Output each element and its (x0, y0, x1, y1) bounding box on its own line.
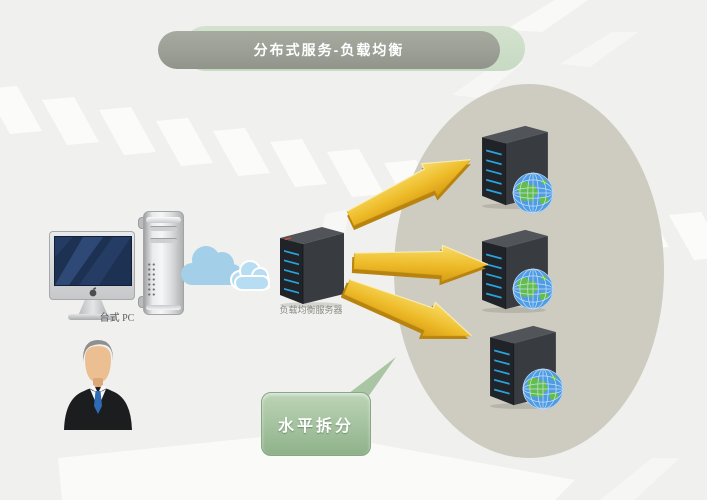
load-balancer-server-icon (280, 227, 344, 308)
screen-glare (55, 237, 131, 285)
cloud-icon (181, 246, 270, 291)
pc-tower-icon (143, 211, 184, 315)
arrow-to-server-2 (351, 244, 489, 286)
title-banner: 分布式服务-负载均衡 (158, 31, 500, 69)
pc-screen (54, 236, 132, 286)
globe-icon (512, 268, 554, 310)
bubble-label: 水平拆分 (277, 418, 354, 435)
globe-icon (512, 172, 554, 214)
tower-top-cap (146, 217, 181, 223)
tower-drive-slot (150, 238, 177, 243)
speech-bubble: 水平拆分 (261, 392, 371, 456)
page-title: 分布式服务-负载均衡 (253, 42, 405, 58)
arrow-to-server-1 (346, 159, 472, 231)
monitor-stand (78, 299, 108, 316)
imac-monitor-icon (49, 231, 135, 300)
globe-icon (522, 368, 564, 410)
monitor-base (68, 314, 117, 320)
arrow-to-server-3 (340, 278, 473, 340)
tower-bottom-cap (146, 305, 181, 310)
bubble-tail (344, 357, 396, 397)
load-balancer-label: 负载均衡服务器 (279, 305, 343, 315)
businessman-icon (64, 340, 132, 430)
led-lights (284, 250, 299, 294)
pc-label: 台式 PC (99, 313, 135, 324)
tower-ports (147, 262, 156, 296)
tower-drive-slot (150, 226, 177, 231)
apple-logo-icon (89, 287, 97, 297)
